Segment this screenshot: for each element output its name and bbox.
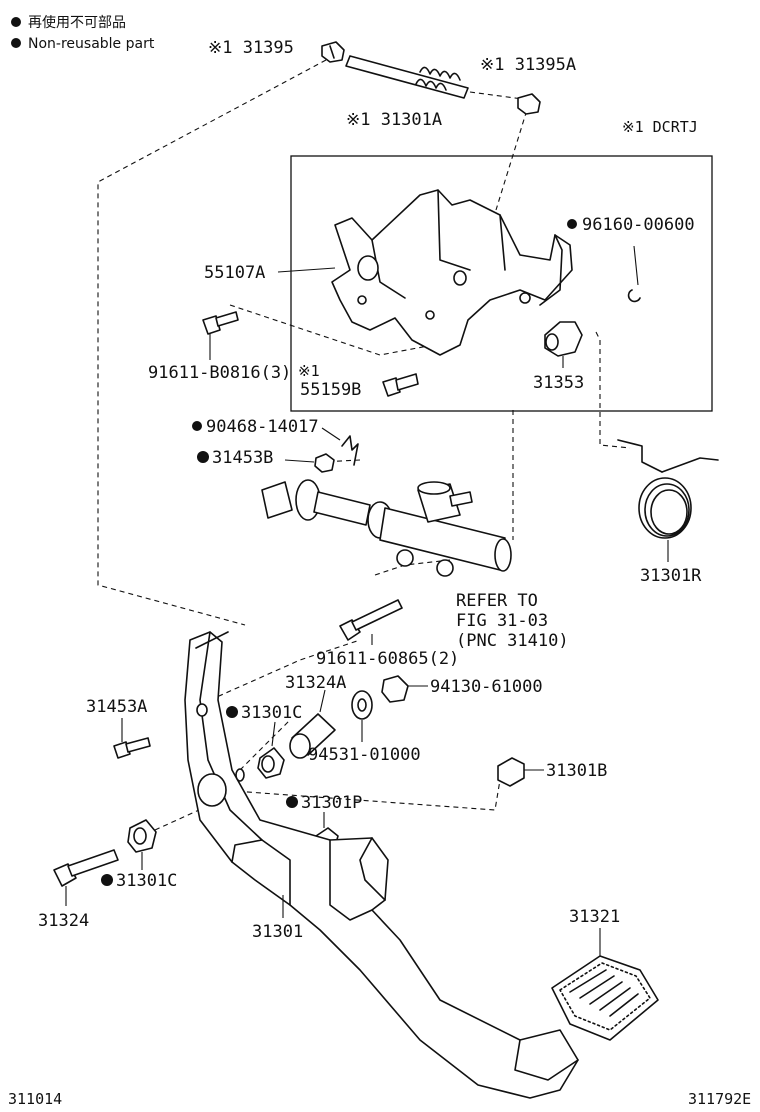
part-55107A-pedal-bracket (331, 189, 573, 356)
label-refer-pnc: (PNC 31410) (456, 631, 569, 651)
label-31321: 31321 (569, 907, 620, 927)
label-94130-61000: 94130-61000 (430, 677, 543, 697)
non-reusable-dot-icon (101, 874, 113, 886)
legend-japanese: 再使用不可部品 (28, 14, 126, 31)
bracket-assembly-box (290, 155, 713, 412)
non-reusable-dot-icon (192, 421, 202, 431)
part-94531-01000-washer (351, 690, 373, 742)
part-31301B-stopper (497, 757, 544, 787)
non-reusable-dot-icon (11, 38, 21, 48)
label-refer-to: REFER TO (456, 591, 538, 611)
part-31301-pedal-arm (184, 631, 579, 1099)
label-31301C-upper: 31301C (241, 703, 302, 723)
non-reusable-dot-icon (197, 451, 209, 463)
part-31301C-bushing-upper (257, 721, 285, 779)
label-90468-14017: 90468-14017 (206, 417, 319, 437)
label-55159B-mark: ※1 (298, 362, 320, 380)
label-31324: 31324 (38, 911, 89, 931)
label-55159B: 55159B (300, 380, 361, 400)
label-31301: 31301 (252, 922, 303, 942)
label-31453A: 31453A (86, 697, 147, 717)
label-31301R: 31301R (640, 566, 702, 586)
part-55159B-bolt (382, 373, 419, 397)
part-31301R-return-spring (617, 439, 719, 562)
non-reusable-dot-icon (226, 706, 238, 718)
part-31301A-pin (345, 55, 469, 99)
footer-right-id: 311792E (688, 1090, 751, 1108)
part-96160-clip (627, 245, 641, 303)
label-91611-B0816: 91611-B0816(3) (148, 363, 291, 383)
non-reusable-dot-icon (11, 17, 21, 27)
label-31353: 31353 (533, 373, 584, 393)
label-94531-01000: 94531-01000 (308, 745, 421, 765)
legend-english: Non-reusable part (28, 36, 155, 52)
label-refer-fig: FIG 31-03 (456, 611, 548, 631)
assembly-lines (97, 59, 631, 856)
label-31324A: 31324A (285, 673, 346, 693)
footer-left-id: 311014 (8, 1090, 62, 1108)
part-31301C-bushing-lower (127, 819, 157, 870)
non-reusable-dot-icon (286, 796, 298, 808)
part-31324-bolt (53, 849, 119, 906)
part-31395A-bushing (517, 93, 541, 115)
label-31395: ※1 31395 (208, 38, 294, 58)
label-31453B: 31453B (212, 448, 273, 468)
part-31353-cushion (544, 321, 583, 368)
legend: 再使用不可部品 Non-reusable part (11, 14, 155, 52)
part-91611-60865-bolt (339, 599, 403, 645)
label-31301A: ※1 31301A (346, 110, 442, 130)
label-96160-00600: 96160-00600 (582, 215, 695, 235)
part-94130-61000-nut (381, 675, 428, 703)
label-31395A: ※1 31395A (480, 55, 576, 75)
label-31301P: 31301P (301, 793, 362, 813)
part-91611-B0816-bolt (202, 311, 239, 360)
part-31395-bushing (321, 41, 345, 63)
part-31321-pedal-pad (551, 928, 659, 1041)
model-note: ※1 DCRTJ (622, 118, 698, 136)
non-reusable-dot-icon (567, 219, 577, 229)
label-31301C-lower: 31301C (116, 871, 177, 891)
label-91611-60865: 91611-60865(2) (316, 649, 459, 669)
clutch-master-cylinder (261, 479, 512, 577)
label-55107A: 55107A (204, 263, 265, 283)
part-31453B-bushing (284, 453, 335, 473)
part-31453A-bolt (113, 718, 151, 759)
label-31301B: 31301B (546, 761, 607, 781)
part-31324A-collar (289, 689, 336, 759)
part-90468-14017-clip (321, 427, 359, 466)
